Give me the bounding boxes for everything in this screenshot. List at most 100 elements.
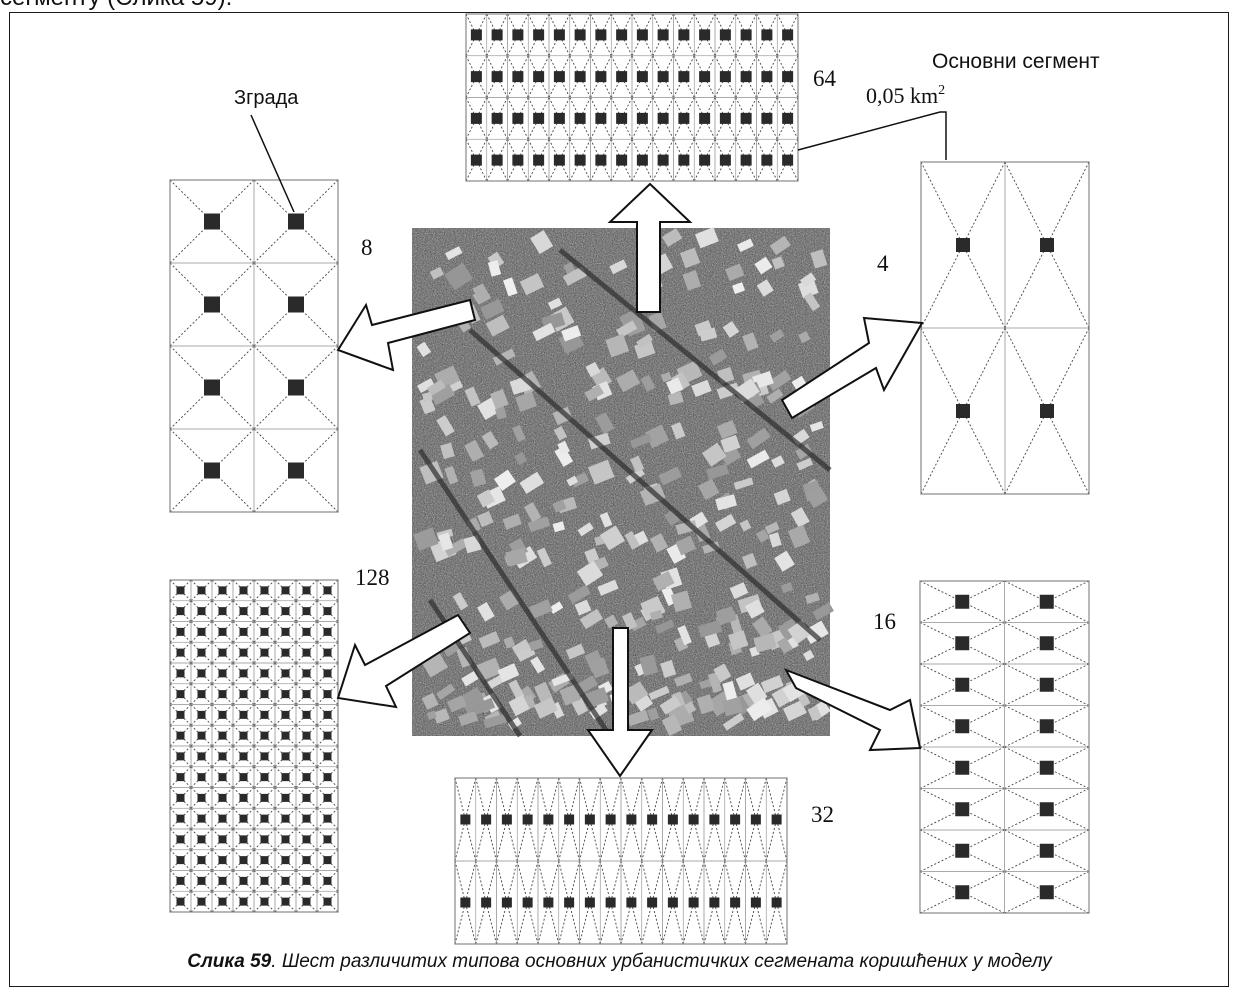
building-marker: [303, 856, 311, 864]
building-marker: [303, 732, 311, 740]
building-marker: [198, 669, 206, 677]
building-marker: [554, 113, 565, 124]
building-marker: [198, 877, 206, 885]
building-marker: [678, 113, 689, 124]
building-marker: [282, 835, 290, 843]
building-marker: [658, 71, 669, 82]
building-marker: [699, 29, 710, 40]
building-marker: [177, 586, 185, 594]
building-marker: [616, 71, 627, 82]
building-marker: [240, 628, 248, 636]
building-marker: [303, 835, 311, 843]
count-128: 128: [355, 565, 390, 590]
building-marker: [647, 815, 657, 825]
building-marker: [219, 794, 227, 802]
building-marker: [616, 29, 627, 40]
building-marker: [564, 898, 574, 908]
building-marker: [303, 711, 311, 719]
caption-text: . Шест различитих типова основних урбани…: [271, 951, 1051, 972]
building-marker: [177, 835, 185, 843]
building-marker: [730, 898, 740, 908]
building-marker: [689, 815, 699, 825]
building-marker: [261, 794, 269, 802]
building-marker: [303, 898, 311, 906]
building-marker: [282, 752, 290, 760]
building-label: Зграда: [234, 87, 299, 109]
building-marker: [288, 463, 304, 479]
building-marker: [720, 155, 731, 166]
building-marker: [1040, 238, 1054, 252]
building-marker: [471, 113, 482, 124]
building-marker: [219, 815, 227, 823]
building-marker: [761, 113, 772, 124]
segment-128: [170, 580, 338, 912]
building-marker: [575, 71, 586, 82]
building-marker: [261, 690, 269, 698]
building-marker: [303, 586, 311, 594]
building-marker: [741, 71, 752, 82]
basic-segment-label: Основни сегмент: [932, 50, 1100, 73]
segment-64: [466, 14, 798, 181]
building-marker: [955, 719, 969, 733]
building-marker: [955, 802, 969, 816]
area-label: 0,05 km2: [866, 83, 945, 108]
count-8: 8: [361, 235, 373, 260]
building-marker: [219, 607, 227, 615]
building-marker: [689, 898, 699, 908]
building-marker: [219, 773, 227, 781]
building-marker: [261, 815, 269, 823]
building-marker: [324, 835, 332, 843]
building-marker: [177, 898, 185, 906]
building-marker: [261, 752, 269, 760]
building-marker: [658, 113, 669, 124]
building-marker: [303, 773, 311, 781]
building-marker: [512, 113, 523, 124]
building-marker: [460, 898, 470, 908]
building-marker: [261, 856, 269, 864]
building-marker: [678, 29, 689, 40]
building-marker: [324, 732, 332, 740]
building-marker: [240, 773, 248, 781]
building-marker: [303, 690, 311, 698]
building-marker: [240, 711, 248, 719]
building-marker: [956, 238, 970, 252]
building-marker: [177, 794, 185, 802]
building-marker: [554, 155, 565, 166]
building-marker: [282, 732, 290, 740]
building-marker: [523, 815, 533, 825]
building-marker: [492, 29, 503, 40]
building-marker: [282, 815, 290, 823]
building-marker: [595, 71, 606, 82]
count-4: 4: [877, 251, 889, 276]
building-marker: [282, 669, 290, 677]
building-marker: [955, 678, 969, 692]
building-marker: [955, 885, 969, 899]
building-marker: [492, 155, 503, 166]
building-marker: [554, 71, 565, 82]
building-marker: [219, 586, 227, 594]
building-marker: [282, 649, 290, 657]
building-marker: [219, 835, 227, 843]
building-marker: [533, 113, 544, 124]
building-marker: [626, 815, 636, 825]
building-marker: [261, 898, 269, 906]
building-marker: [595, 113, 606, 124]
building-marker: [177, 856, 185, 864]
segment-32: [455, 778, 787, 944]
building-marker: [741, 29, 752, 40]
building-marker: [782, 155, 793, 166]
building-marker: [772, 815, 782, 825]
building-marker: [741, 113, 752, 124]
building-marker: [730, 815, 740, 825]
building-marker: [198, 649, 206, 657]
building-marker: [575, 113, 586, 124]
building-marker: [324, 586, 332, 594]
building-marker: [668, 898, 678, 908]
building-marker: [533, 155, 544, 166]
building-marker: [699, 71, 710, 82]
building-marker: [282, 586, 290, 594]
building-marker: [324, 711, 332, 719]
building-marker: [1040, 719, 1054, 733]
building-marker: [240, 669, 248, 677]
building-marker: [303, 794, 311, 802]
